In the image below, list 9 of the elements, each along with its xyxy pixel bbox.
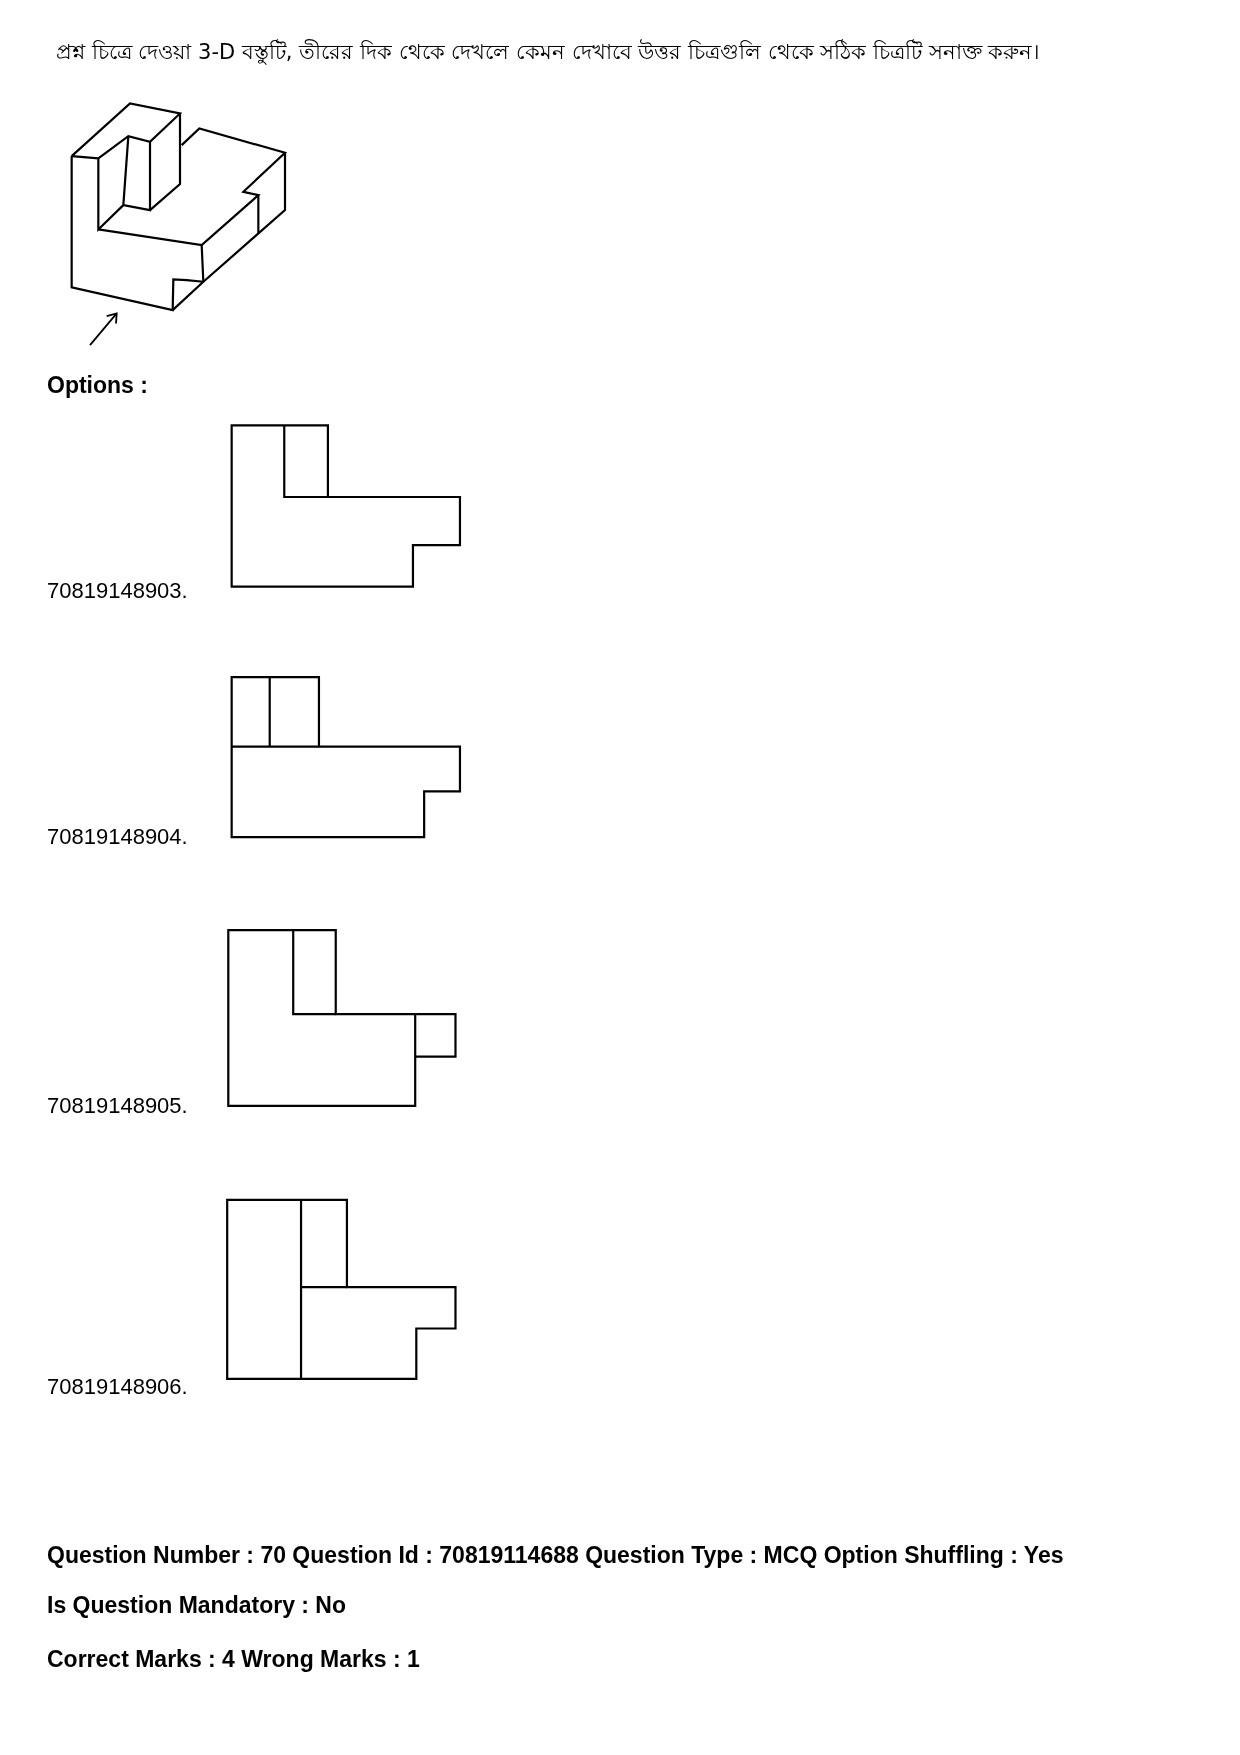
question-text: প্রশ্ন চিত্রে দেওয়া 3-D বস্তুটি, তীরের দিক থেকে দেখলে কেমন দেখাবে উত্তর চিত্রগুলি থেকে সঠিক চিত্রটি সনাক্ত করুন।: [56, 40, 1041, 66]
option-number: 70819148903.: [47, 578, 188, 605]
section-heading: Options :: [47, 372, 148, 400]
question-info: Is Question Mandatory : No: [47, 1592, 347, 1620]
option-number: 70819148904.: [47, 824, 188, 851]
option-number: 70819148905.: [47, 1093, 188, 1120]
question-info: Question Number : 70 Question Id : 70819114688 Question Type : MCQ Option Shuffling : Yes: [47, 1542, 1064, 1570]
question-info: Correct Marks : 4 Wrong Marks : 1: [47, 1646, 420, 1674]
option-number: 70819148906.: [47, 1374, 188, 1401]
